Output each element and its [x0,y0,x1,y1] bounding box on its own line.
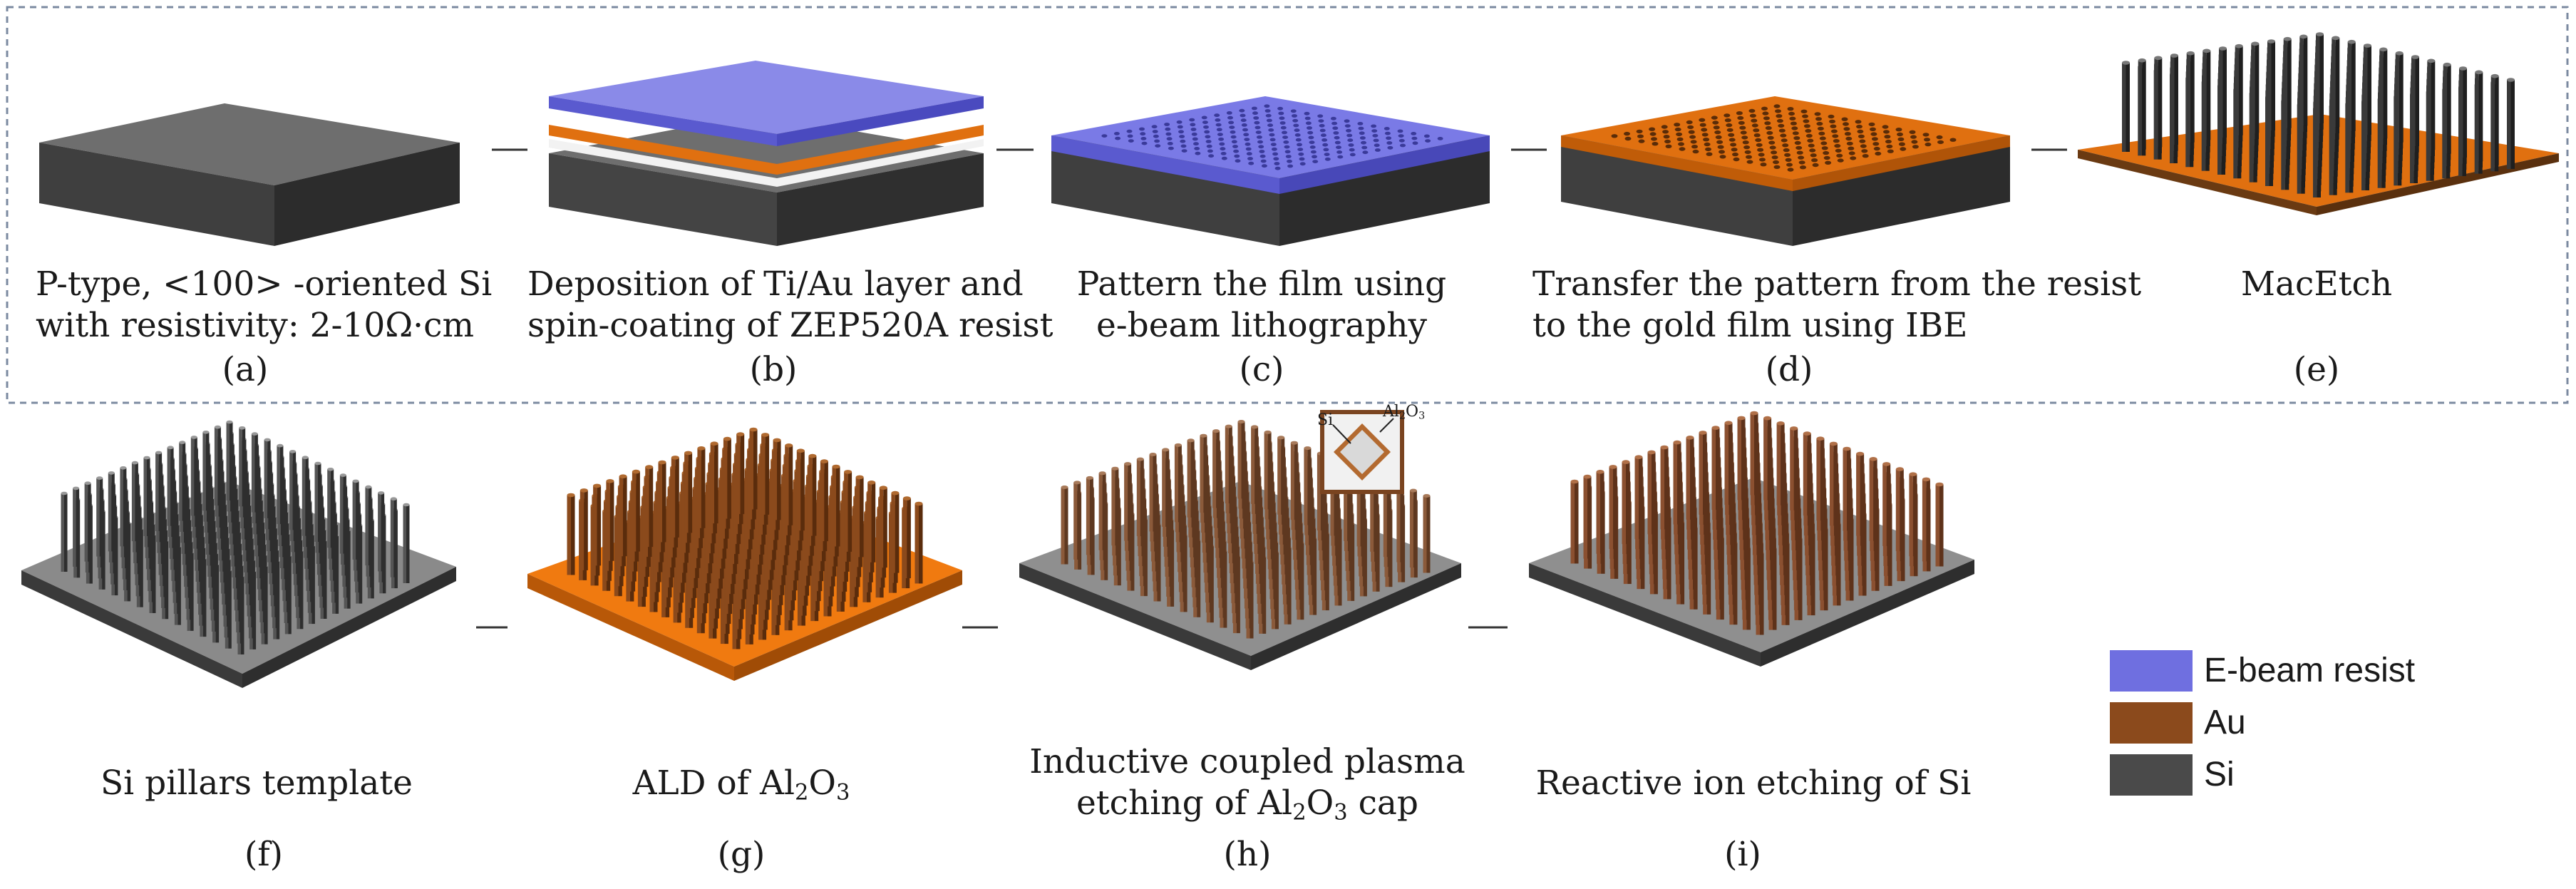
block-g [527,427,962,681]
caption-i: Reactive ion etching of Si [1525,763,1982,804]
caption-b: Deposition of Ti/Au layer and spin-coati… [527,264,1053,346]
caption-g: ALD of Al2O3 [556,763,927,804]
pillars-f [61,420,410,654]
caption-c-line2: e-beam lithography [1096,306,1428,345]
pillars-h [1061,420,1431,639]
tag-i: (i) [1724,835,1761,874]
inset-cross-section [1320,410,1404,494]
caption-h-mid2: O [1306,783,1334,823]
caption-h-line1: Inductive coupled plasma [1029,742,1465,781]
caption-g-sub2: 3 [835,780,850,806]
block-d [1561,96,2010,246]
hole-pattern-c [1101,104,1443,170]
tag-e: (e) [2293,350,2340,389]
inset-al-mid: O [1406,403,1419,421]
caption-h-post2: cap [1347,783,1419,823]
legend-label-resist: E-beam resist [2204,652,2416,689]
tag-h: (h) [1223,835,1272,874]
caption-g-pre: ALD of Al [632,764,795,803]
inset-al-sub2: 3 [1418,410,1426,422]
caption-e: MacEtch [2138,264,2495,305]
pillars-e [2122,32,2515,197]
block-h [1019,420,1461,670]
caption-i-line1: Reactive ion etching of Si [1535,764,1972,803]
inset-al-pre: Al [1383,403,1399,421]
caption-e-line1: MacEtch [2240,264,2393,304]
caption-a-line1: P-type, <100> -oriented Si [36,264,493,304]
tag-a: (a) [222,350,269,389]
legend-label-au: Au [2204,704,2246,741]
block-e [2078,32,2559,215]
top-row-frame [6,6,2569,404]
caption-h-line2: etching of Al2O3 cap [1019,783,1475,824]
tag-d: (d) [1765,350,1813,389]
legend-swatch-si [2110,754,2193,796]
inset-al-sub1: 2 [1398,410,1406,422]
block-c [1051,96,1490,246]
caption-h-pre2: etching of Al [1076,783,1293,823]
caption-d-line2: to the gold film using IBE [1532,306,1968,345]
block-b [549,61,984,246]
hole-pattern-d [1611,104,1957,172]
legend-label-si: Si [2204,756,2235,793]
caption-h-sub2: 3 [1334,800,1348,826]
caption-g-sub1: 2 [794,780,809,806]
caption-c-line1: Pattern the film using [1076,264,1447,304]
pillars-i [1570,411,1944,635]
caption-f: Si pillars template [57,763,456,804]
caption-d-line1: Transfer the pattern from the resist [1532,264,2142,304]
caption-b-line2: spin-coating of ZEP520A resist [527,306,1053,345]
inset-label-al2o3: Al2O3 [1383,404,1425,421]
tag-g: (g) [717,835,766,874]
caption-f-line1: Si pillars template [100,764,413,803]
block-a [39,103,460,246]
caption-a-line2: with resistivity: 2-10Ω·cm [36,306,475,345]
tag-c: (c) [1239,350,1284,389]
caption-h: Inductive coupled plasma etching of Al2O… [1019,741,1475,824]
inset-label-si: Si [1317,411,1334,429]
legend-swatch-resist [2110,650,2193,692]
caption-d: Transfer the pattern from the resist to … [1532,264,2142,346]
caption-c: Pattern the film using e-beam lithograph… [1034,264,1490,346]
legend-swatch-au [2110,702,2193,744]
caption-a: P-type, <100> -oriented Si with resistiv… [36,264,493,346]
block-f [21,420,456,688]
caption-g-mid: O [808,764,836,803]
pillars-g [567,427,923,649]
caption-h-sub1: 2 [1292,800,1307,826]
block-i [1529,411,1974,667]
caption-b-line1: Deposition of Ti/Au layer and [527,264,1024,304]
tag-f: (f) [244,835,284,874]
tag-b: (b) [749,350,798,389]
